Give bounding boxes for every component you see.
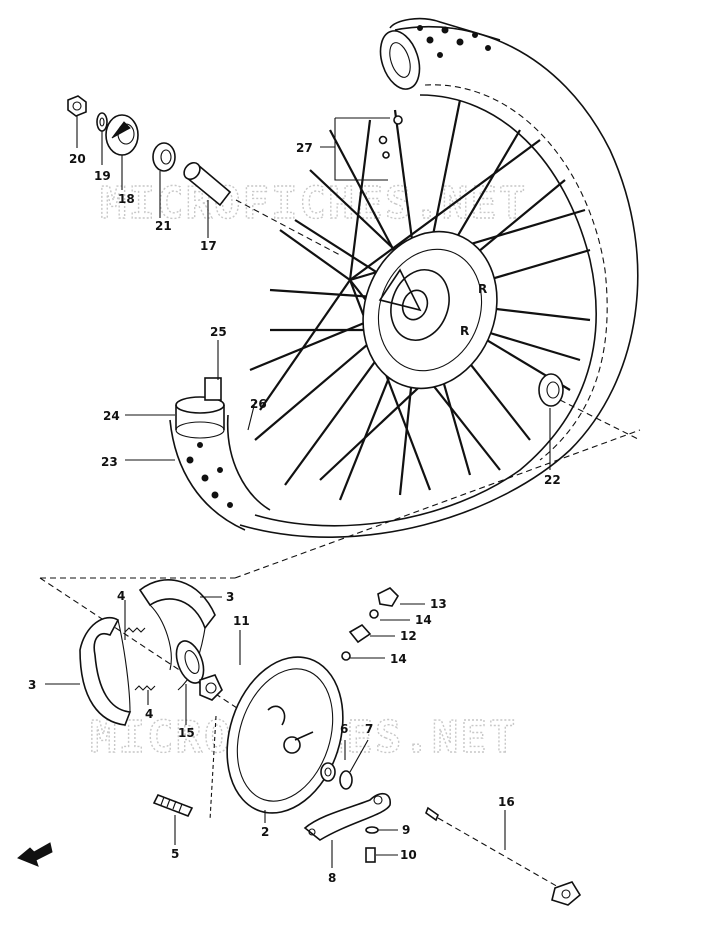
callout-10: 10: [400, 848, 417, 862]
stopper-bolt: [152, 793, 194, 818]
callout-26: 26: [250, 397, 267, 411]
tire-section-top: [379, 30, 421, 90]
callout-17: 17: [200, 239, 217, 253]
callout-20: 20: [69, 152, 86, 166]
axle-nut: [67, 95, 87, 117]
brake-cam-seal: [175, 640, 205, 684]
spoke-nipples: [320, 115, 403, 181]
callout-27: 27: [296, 141, 313, 155]
callout-5: 5: [171, 847, 179, 861]
callout-4-lower: 4: [145, 707, 153, 721]
spacer-sleeve-17: [183, 161, 232, 207]
spacer: [538, 373, 564, 407]
callout-24: 24: [103, 409, 120, 423]
callout-6: 6: [340, 722, 348, 736]
callout-3-upper: 3: [226, 590, 234, 604]
callout-19: 19: [94, 169, 111, 183]
callout-23: 23: [101, 455, 118, 469]
callout-numbers: 20 19 18 21 17 27 25 26 24 23 22 3 4 11 …: [28, 141, 561, 885]
front-direction-arrow-icon: [17, 842, 53, 867]
callout-15: 15: [178, 726, 195, 740]
callout-13: 13: [430, 597, 447, 611]
callout-9: 9: [402, 823, 410, 837]
bearing-21: [152, 142, 176, 172]
callout-18: 18: [118, 192, 135, 206]
tire-section-bottom: [169, 414, 271, 531]
washer-19: [96, 112, 108, 132]
hub-mark-r-bottom: R: [460, 324, 469, 338]
callout-7: 7: [365, 722, 373, 736]
brake-springs: [124, 627, 156, 691]
leader-lines: [45, 116, 551, 868]
rim-band: [175, 396, 225, 439]
callout-12: 12: [400, 629, 417, 643]
brake-panel: [226, 656, 344, 814]
brake-cam: [199, 674, 223, 701]
arm-bolt: [365, 826, 379, 863]
callout-2: 2: [261, 825, 269, 839]
callout-21: 21: [155, 219, 172, 233]
callout-14-upper: 14: [415, 613, 432, 627]
tire: [239, 17, 639, 538]
front-axle: [425, 806, 582, 906]
callout-16: 16: [498, 795, 515, 809]
tube-valve: [204, 377, 222, 401]
callout-25: 25: [210, 325, 227, 339]
brake-arm: [303, 792, 391, 841]
callout-11: 11: [233, 614, 250, 628]
callout-4-upper: 4: [117, 589, 125, 603]
tread-pattern-top: [417, 25, 491, 58]
seal-7: [339, 770, 353, 790]
callout-22: 22: [544, 473, 561, 487]
callout-8: 8: [328, 871, 336, 885]
callout-3-lower: 3: [28, 678, 36, 692]
hub-mark-r-top: R: [478, 282, 487, 296]
seal-6: [320, 762, 336, 782]
speedometer-gearbox: [105, 114, 139, 156]
brake-shoe-lower: [79, 616, 132, 726]
speedometer-cable-fitting: [341, 587, 400, 661]
wheel-hub: R R: [362, 230, 498, 390]
callout-14-lower: 14: [390, 652, 407, 666]
